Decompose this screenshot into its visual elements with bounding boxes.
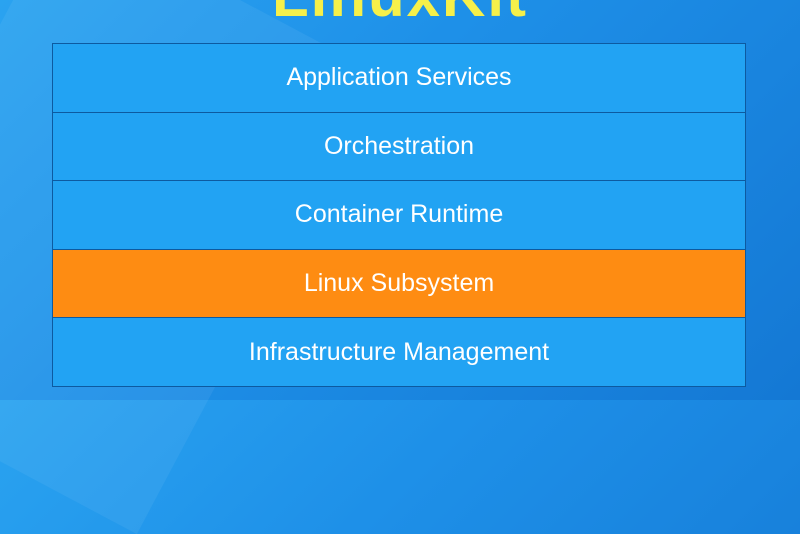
layer-linux-subsystem: Linux Subsystem: [53, 249, 745, 319]
layer-infrastructure-management: Infrastructure Management: [53, 318, 745, 386]
layer-application-services: Application Services: [53, 44, 745, 113]
layer-label: Linux Subsystem: [303, 269, 495, 298]
layer-label: Application Services: [286, 63, 512, 92]
layer-label: Orchestration: [323, 131, 475, 160]
layer-container-runtime: Container Runtime: [53, 181, 745, 250]
layer-stack: Application Services Orchestration Conta…: [52, 43, 746, 387]
layer-label: Infrastructure Management: [248, 337, 550, 366]
layer-label: Container Runtime: [294, 200, 504, 229]
page-title: LinuxKit: [0, 0, 800, 26]
layer-orchestration: Orchestration: [53, 112, 745, 182]
